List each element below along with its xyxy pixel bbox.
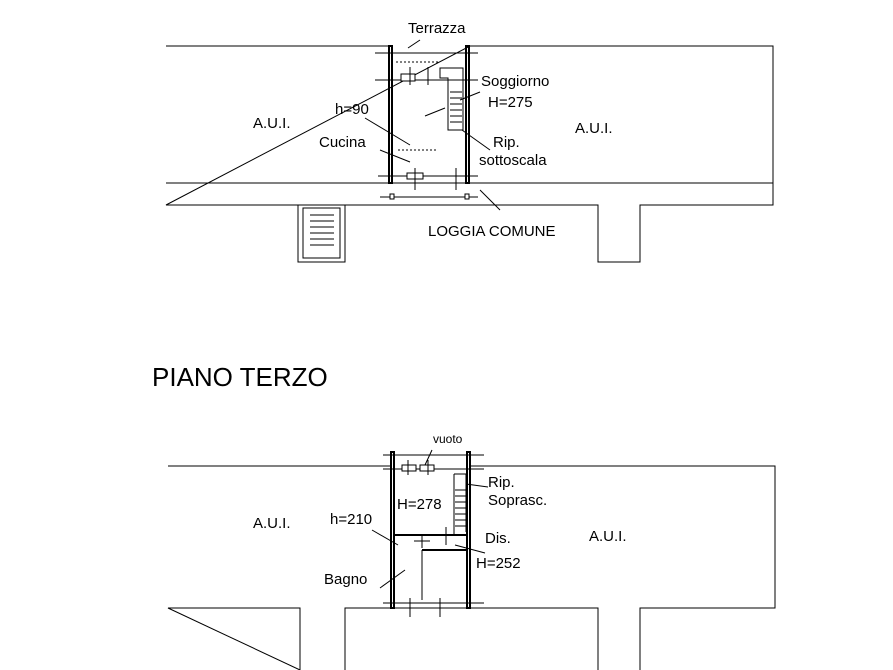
label-vuoto: vuoto: [433, 432, 463, 446]
unit-wall-left-lower: [390, 451, 395, 609]
stair-treads: [450, 91, 462, 123]
label-aui-left-upper: A.U.I.: [253, 115, 291, 132]
external-stair: [297, 204, 346, 263]
label-sottoscala: sottoscala: [479, 152, 547, 169]
label-door-height-lower: h=210: [330, 511, 372, 528]
label-aui-left-lower: A.U.I.: [253, 515, 291, 532]
external-stair-treads: [310, 214, 334, 246]
staircase: [439, 67, 464, 131]
label-room-height: H=278: [397, 496, 442, 513]
lower-plan: [167, 449, 776, 670]
label-bagno: Bagno: [324, 571, 367, 588]
label-loggia-comune: LOGGIA COMUNE: [428, 223, 556, 240]
label-aui-right-lower: A.U.I.: [589, 528, 627, 545]
unit-wall-right: [465, 45, 470, 184]
label-soggiorno: Soggiorno: [481, 73, 549, 90]
stair-treads-lower: [455, 489, 466, 527]
label-cucina: Cucina: [319, 134, 366, 151]
floor-title: PIANO TERZO: [152, 362, 328, 392]
upper-plan: [165, 39, 774, 263]
unit-wall-left: [388, 45, 393, 184]
label-dis-height: H=252: [476, 555, 521, 572]
label-terrazza: Terrazza: [408, 20, 466, 37]
unit-wall-right-lower: [466, 451, 471, 609]
lower-outline: [167, 465, 776, 670]
label-rip: Rip.: [493, 134, 520, 151]
label-soprasc: Soprasc.: [488, 492, 547, 509]
label-rip-lower: Rip.: [488, 474, 515, 491]
label-dis: Dis.: [485, 530, 511, 547]
label-aui-right-upper: A.U.I.: [575, 120, 613, 137]
label-door-height: h=90: [335, 101, 369, 118]
label-soggiorno-height: H=275: [488, 94, 533, 111]
